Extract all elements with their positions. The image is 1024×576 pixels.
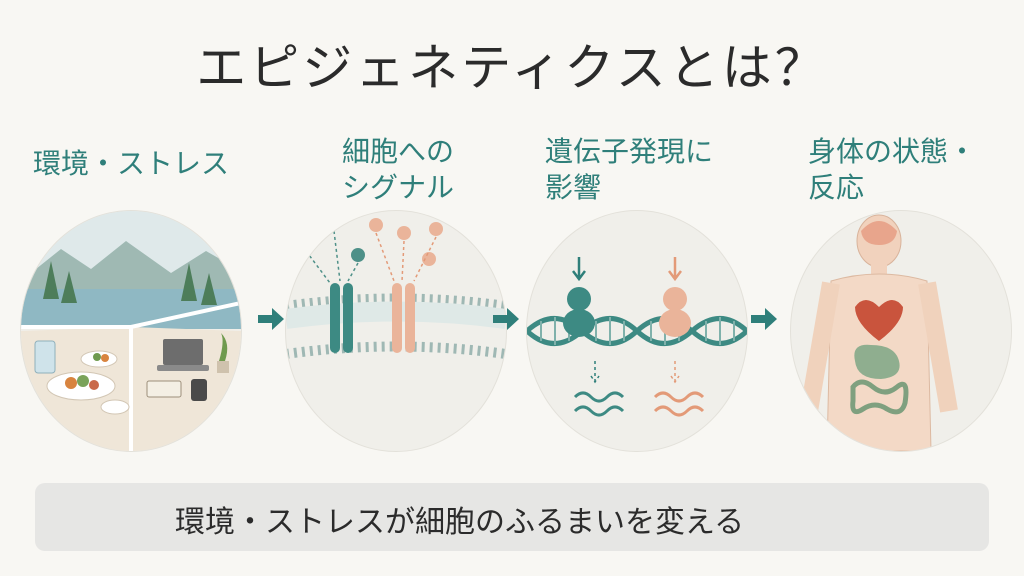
arrow-right-icon bbox=[256, 306, 286, 332]
body-response-illustration bbox=[790, 210, 1012, 452]
step-label-cell-signal: 細胞への シグナル bbox=[342, 135, 455, 204]
environment-illustration bbox=[20, 210, 242, 452]
page-title: エピジェネティクスとは？ bbox=[196, 39, 828, 97]
heart-icon bbox=[855, 300, 903, 341]
step-label-body-response: 身体の状態・ 反応 bbox=[808, 135, 977, 204]
step-label-environment: 環境・ストレス bbox=[33, 147, 230, 180]
brain-icon bbox=[861, 221, 897, 245]
landscape-icon bbox=[21, 211, 241, 451]
summary-text: 環境・ストレスが細胞のふるまいを変える bbox=[175, 505, 745, 540]
desk-icon bbox=[146, 333, 229, 401]
dna-icon bbox=[527, 257, 747, 417]
cell-signal-illustration bbox=[285, 210, 507, 452]
intestines-icon bbox=[850, 379, 909, 415]
arrow-right-icon bbox=[749, 306, 779, 332]
summary-banner: 環境・ストレスが細胞のふるまいを変える bbox=[35, 483, 989, 551]
meal-icon bbox=[34, 340, 130, 415]
gene-expression-illustration bbox=[526, 210, 748, 452]
arrow-right-icon bbox=[491, 306, 521, 332]
human-body-icon bbox=[800, 214, 958, 451]
step-label-gene-expression: 遺伝子発現に 影響 bbox=[545, 135, 714, 204]
receptor-icon bbox=[330, 283, 415, 353]
